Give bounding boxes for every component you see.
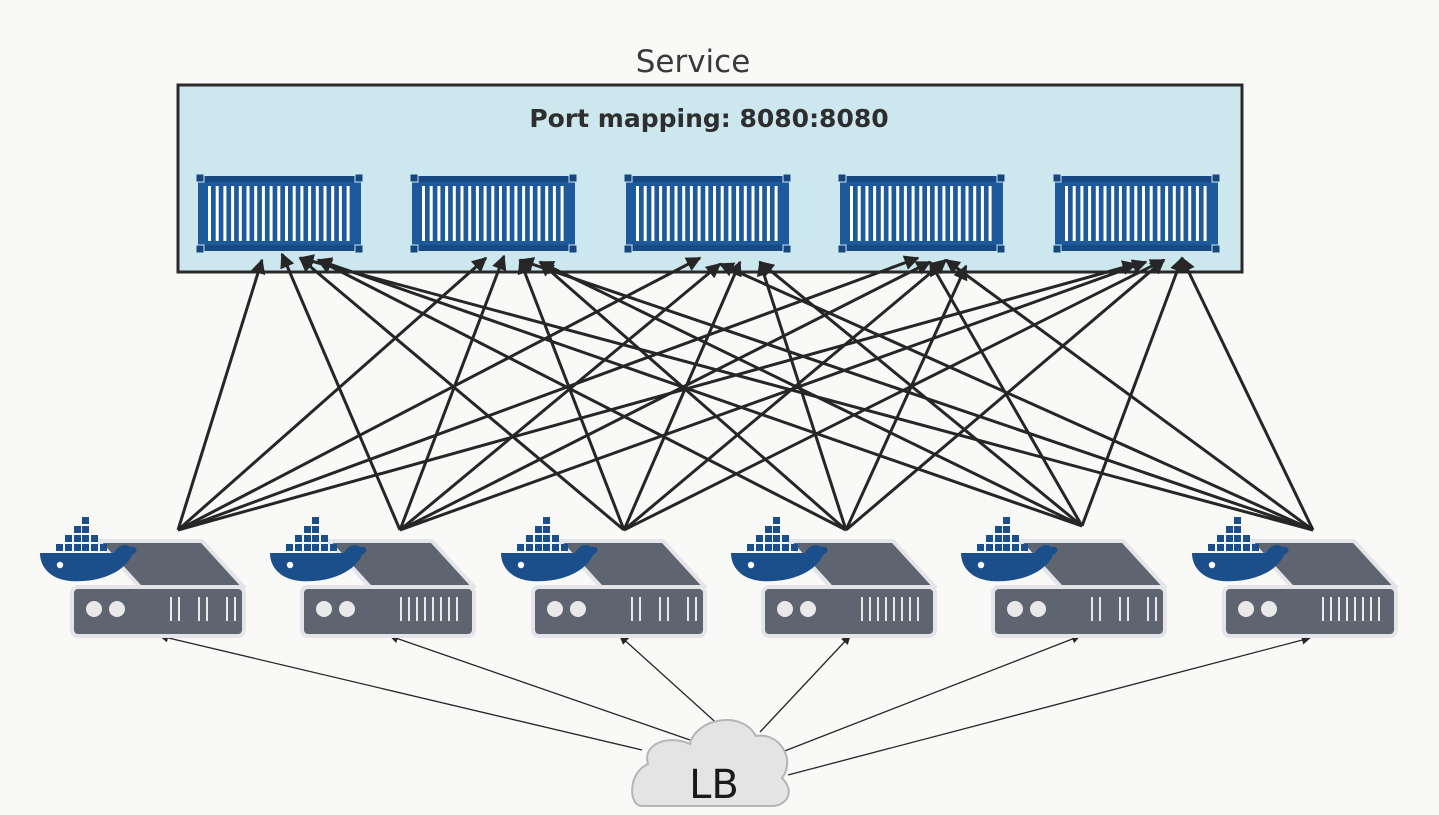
container-4-icon: [837, 173, 1006, 254]
mesh-arrow: [399, 259, 1148, 532]
lb-arrow: [389, 634, 691, 741]
mesh-arrow: [1180, 256, 1315, 531]
lb-label: LB: [689, 762, 739, 808]
lb-arrow: [159, 633, 643, 751]
mesh-arrow: [623, 258, 1166, 532]
docker-host-1: [40, 517, 246, 638]
docker-whale-icon: [731, 517, 828, 582]
docker-whale-icon: [501, 517, 598, 582]
mesh-arrow: [177, 256, 488, 532]
mesh-arrows: [176, 252, 1315, 532]
docker-whale-icon: [40, 517, 137, 582]
lb-arrow: [619, 635, 723, 729]
load-balancer-cloud: LB: [631, 719, 790, 808]
service-title: Service: [636, 44, 751, 80]
server-front: [300, 585, 476, 638]
server-front: [531, 585, 707, 638]
mesh-arrow: [177, 255, 920, 532]
container-1-icon: [195, 173, 364, 254]
docker-host-3: [501, 517, 707, 638]
mesh-arrow: [756, 260, 848, 531]
mesh-arrow: [316, 258, 847, 532]
container-group: [195, 173, 1221, 254]
server-front: [761, 585, 937, 638]
mesh-arrow: [399, 262, 722, 532]
mesh-arrow: [623, 258, 948, 532]
docker-whale-icon: [270, 517, 367, 582]
docker-host-5: [961, 517, 1167, 638]
mesh-arrow: [298, 256, 625, 532]
container-2-icon: [409, 173, 578, 254]
docker-host-group: [40, 517, 1398, 638]
mesh-arrow: [1080, 256, 1185, 527]
lb-arrow: [787, 635, 1311, 776]
mesh-arrow: [398, 254, 507, 531]
mesh-arrow: [177, 260, 1138, 532]
docker-whale-icon: [1192, 517, 1289, 582]
server-front: [70, 585, 246, 638]
mesh-arrow: [298, 254, 1314, 532]
docker-host-6: [1192, 517, 1398, 638]
lb-arrow: [759, 635, 851, 733]
mesh-arrow: [176, 258, 266, 531]
mesh-arrow: [622, 260, 742, 531]
mesh-arrow: [538, 260, 847, 532]
container-3-icon: [623, 173, 792, 254]
docker-host-4: [731, 517, 937, 638]
mesh-arrow: [944, 258, 1314, 532]
mesh-arrow: [718, 262, 1314, 532]
mesh-arrow: [399, 260, 932, 532]
mesh-arrow: [517, 258, 626, 531]
port-mapping-label: Port mapping: 8080:8080: [529, 104, 888, 133]
mesh-arrow: [844, 264, 968, 531]
server-front: [1222, 585, 1398, 638]
mesh-arrow: [316, 257, 1083, 528]
mesh-arrow: [177, 256, 702, 532]
mesh-arrow: [280, 252, 402, 531]
lb-arrows: [159, 633, 1311, 776]
mesh-arrow: [928, 260, 1084, 527]
docker-host-2: [270, 517, 476, 638]
cloud-icon: [631, 719, 790, 807]
mesh-arrow: [518, 257, 1314, 532]
container-5-icon: [1052, 173, 1221, 254]
lb-arrow: [781, 634, 1081, 753]
server-front: [991, 585, 1167, 638]
docker-whale-icon: [961, 517, 1058, 582]
